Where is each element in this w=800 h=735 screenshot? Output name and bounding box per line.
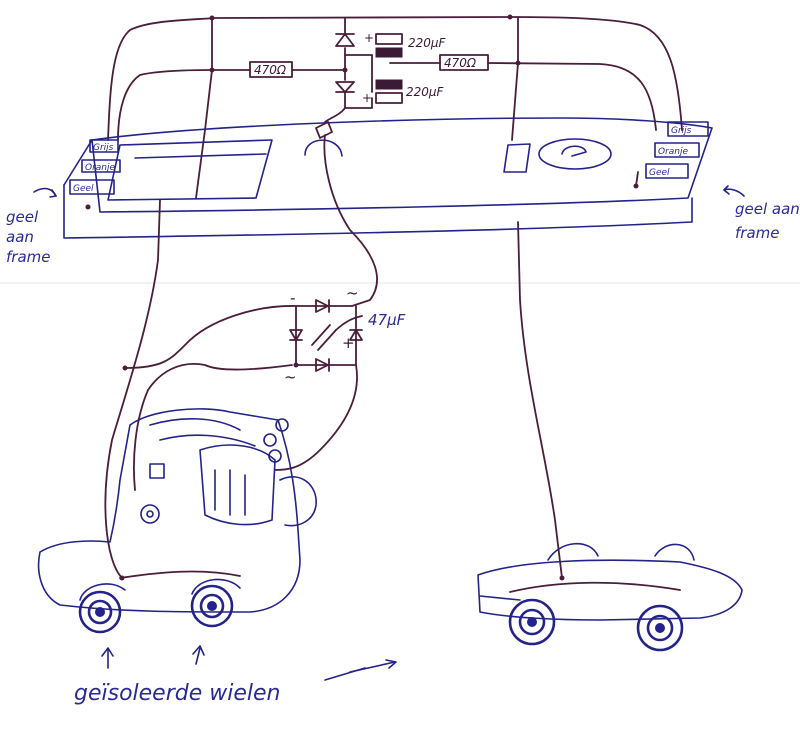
resistor-right: 470Ω <box>439 54 489 71</box>
left-car <box>37 408 317 634</box>
svg-text:aan: aan <box>6 228 34 246</box>
bridge-minus-label: - <box>290 289 295 307</box>
frame-label-left: geel aan frame <box>6 187 57 266</box>
cap-top-label: 220µF <box>408 36 447 50</box>
terminal-left-geel: Geel <box>73 184 94 194</box>
right-car <box>477 542 743 652</box>
middle-wiring <box>104 134 565 581</box>
resistor-left-label: 470Ω <box>254 63 287 77</box>
plus-top-label: + <box>364 31 374 45</box>
svg-text:frame: frame <box>6 248 50 266</box>
terminal-right-grijs: Grijs <box>671 126 692 136</box>
svg-text:geel aan: geel aan <box>735 200 800 218</box>
wheels-caption: geïsoleerde wielen <box>74 681 281 706</box>
terminal-left-oranje: Oranje <box>85 163 116 173</box>
terminal-right-oranje: Oranje <box>658 147 689 157</box>
resistor-right-label: 470Ω <box>444 56 477 70</box>
frame-label-right: geel aan frame <box>723 185 800 242</box>
diode-bridge: - + ~ ~ 47µF <box>284 284 406 386</box>
bridge-plus-label: + <box>342 334 355 352</box>
diode-top <box>335 33 355 47</box>
frame-plate: Grijs Oranje Geel Grijs Oranje Geel <box>63 117 713 239</box>
bridge-ac-top-label: ~ <box>346 284 359 302</box>
diode-bottom <box>335 81 355 93</box>
resistor-left: 470Ω <box>249 61 293 78</box>
wheels-caption-group: geïsoleerde wielen <box>74 645 397 706</box>
top-wiring <box>107 14 683 199</box>
capacitor-bottom: + 220µF <box>362 79 445 105</box>
plus-bottom-label: + <box>362 91 372 105</box>
capacitor-top: + 220µF <box>364 31 447 58</box>
bridge-ac-bottom-label: ~ <box>284 368 297 386</box>
terminal-left-grijs: Grijs <box>93 143 114 153</box>
terminal-right-geel: Geel <box>649 168 670 178</box>
cap-bottom-label: 220µF <box>406 85 445 99</box>
svg-text:geel: geel <box>6 208 39 226</box>
svg-text:frame: frame <box>735 224 779 242</box>
bridge-cap-label: 47µF <box>368 311 406 329</box>
